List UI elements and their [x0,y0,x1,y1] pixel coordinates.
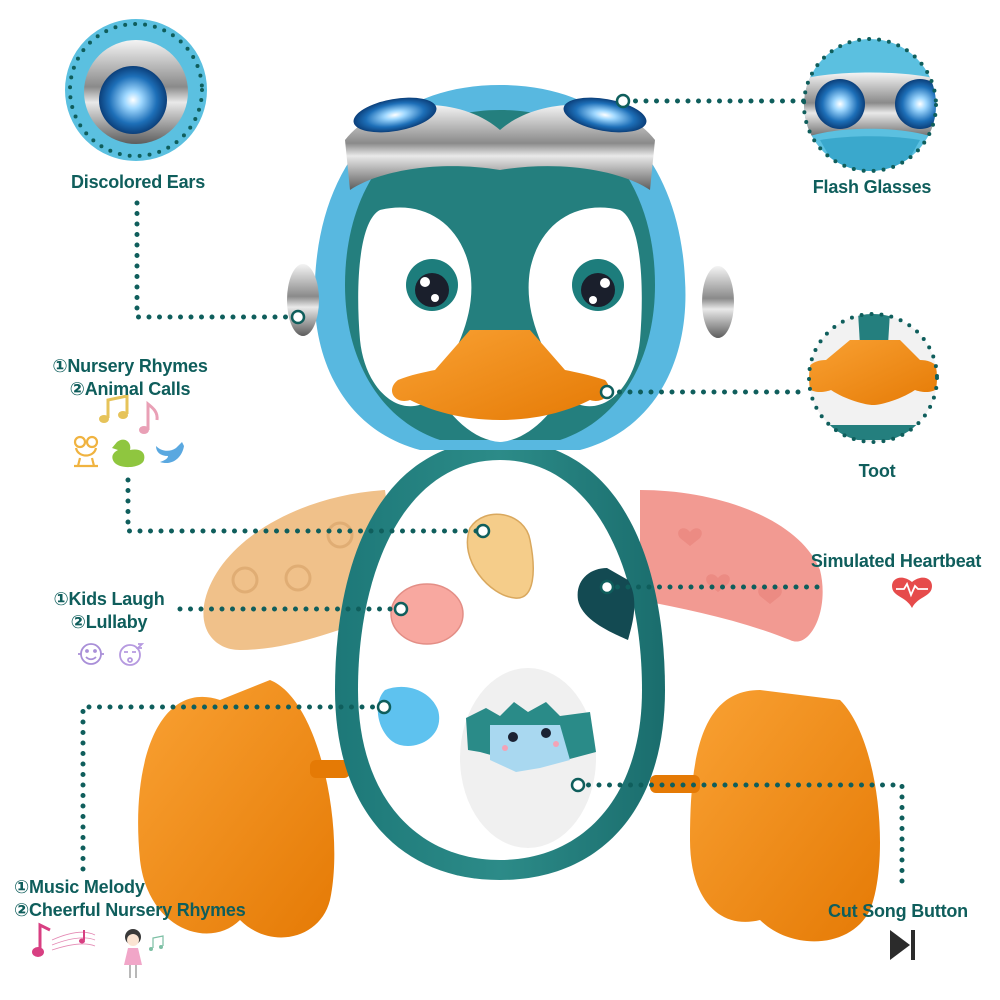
connector-lines [80,98,905,889]
right-wing [640,490,823,642]
music-note-icon [99,394,129,423]
kids-laugh-lullaby-label: ①Kids Laugh ②Lullaby [53,589,165,632]
frog-icon [73,435,99,468]
heart-button [577,568,635,640]
connector-endpoints [290,93,631,793]
beak [391,330,610,420]
skip-next-icon [890,930,915,960]
music-melody-nursery-rhymes-label: ①Music Melody ②Cheerful Nursery Rhymes [14,877,246,920]
pink-music-note-icon [139,400,159,434]
penguin-body [335,440,665,880]
bell-button [390,583,464,645]
note-button [377,686,440,746]
singing-girl-icon [124,929,164,978]
connector-hand-button [125,477,484,534]
discolored-ears-label: Discolored Ears [70,172,206,192]
smiling-baby-icon [78,643,104,665]
toot-inset [809,314,937,442]
right-foot [650,690,880,942]
nursery-rhymes-animal-calls-label: ①Nursery Rhymes ②Animal Calls [52,356,208,399]
right-ear [702,266,734,338]
connector-cut-song [575,782,905,889]
left-foot [138,680,350,938]
sleeping-baby-icon [119,643,145,666]
toot-label: Toot [858,461,896,481]
goggles [345,104,655,190]
penguin-head [287,85,734,450]
bird-icon [156,442,184,464]
glasses-inset [804,39,936,171]
heartbeat-icon [892,577,932,608]
flash-glasses-label: Flash Glasses [812,177,932,197]
duck-icon [112,439,145,468]
cut-song-button-label: Cut Song Button [828,901,968,921]
connector-note-button [80,704,386,878]
music-staff-icon [32,922,96,957]
simulated-heartbeat-label: Simulated Heartbeat [810,551,982,571]
connector-ears [134,200,299,320]
left-ear [287,264,319,336]
